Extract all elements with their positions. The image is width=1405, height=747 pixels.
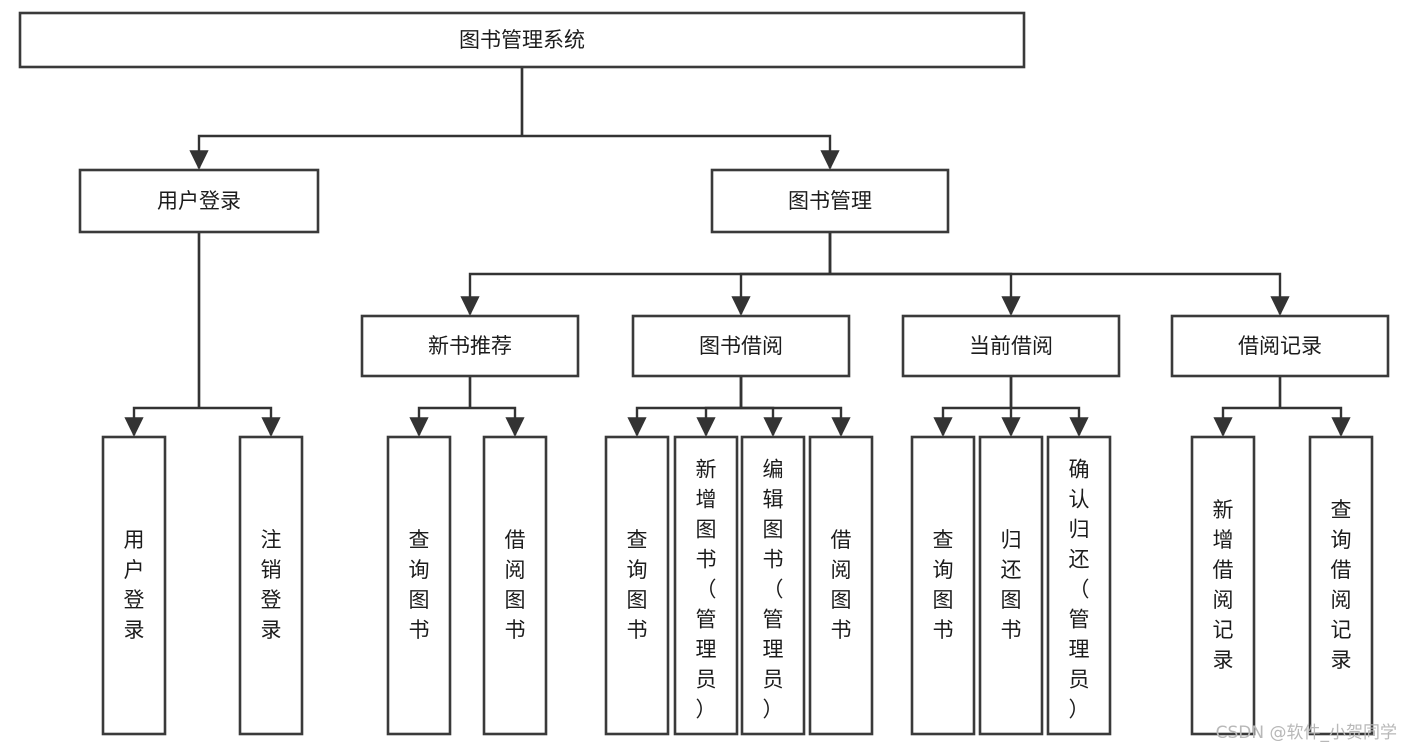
csdn-watermark: CSDN @软件_小贺同学: [1215, 723, 1397, 743]
connector-current-to-leaf-confirm-return: [1009, 376, 1089, 437]
node-label-leaf-borrow-book-1: 借阅图书: [505, 528, 526, 642]
node-label-records: 借阅记录: [1238, 334, 1322, 358]
node-root[interactable]: 图书管理系统: [18, 11, 1026, 69]
node-box-bookmgmt[interactable]: [710, 168, 950, 234]
node-box-leaf-borrow-book-1[interactable]: [482, 435, 548, 736]
node-label-leaf-add-book: 新增图书（管理员）: [696, 458, 717, 722]
connector-borrow-to-leaf-edit-book: [739, 376, 783, 437]
node-box-borrow[interactable]: [631, 314, 851, 378]
node-box-leaf-add-book[interactable]: [673, 435, 739, 736]
connector-login-to-leaf-user-logout: [197, 232, 281, 437]
node-leaf-user-login[interactable]: 用户登录: [101, 435, 167, 736]
node-current[interactable]: 当前借阅: [901, 314, 1121, 378]
node-label-leaf-query-record: 查询借阅记录: [1331, 498, 1352, 672]
node-box-leaf-query-book-1[interactable]: [386, 435, 452, 736]
node-borrow[interactable]: 图书借阅: [631, 314, 851, 378]
node-leaf-return-book[interactable]: 归还图书: [978, 435, 1044, 736]
edge-layer: [124, 67, 1351, 437]
connector-borrow-to-leaf-borrow-book-2: [739, 376, 851, 437]
node-label-borrow: 图书借阅: [699, 334, 783, 358]
node-leaf-borrow-book-1[interactable]: 借阅图书: [482, 435, 548, 736]
node-box-leaf-borrow-book-2[interactable]: [808, 435, 874, 736]
node-box-leaf-query-record[interactable]: [1308, 435, 1374, 736]
connector-bookmgmt-to-records: [828, 232, 1290, 316]
node-records[interactable]: 借阅记录: [1170, 314, 1390, 378]
node-label-leaf-query-book-1: 查询图书: [409, 528, 430, 642]
node-label-leaf-return-book: 归还图书: [1001, 528, 1022, 642]
connector-root-to-bookmgmt: [520, 67, 840, 170]
node-bookmgmt[interactable]: 图书管理: [710, 168, 950, 234]
node-leaf-query-book-2[interactable]: 查询图书: [604, 435, 670, 736]
node-box-leaf-return-book[interactable]: [978, 435, 1044, 736]
connector-root-to-login: [189, 67, 524, 170]
node-box-leaf-confirm-return[interactable]: [1046, 435, 1112, 736]
connector-borrow-to-leaf-add-book: [696, 376, 743, 437]
node-label-leaf-borrow-book-2: 借阅图书: [831, 528, 852, 642]
node-label-current: 当前借阅: [969, 334, 1053, 358]
node-newbook[interactable]: 新书推荐: [360, 314, 580, 378]
node-label-leaf-user-login: 用户登录: [124, 528, 145, 642]
node-label-leaf-query-book-3: 查询图书: [933, 528, 954, 642]
connector-borrow-to-leaf-query-book-2: [627, 376, 743, 437]
connector-bookmgmt-to-borrow: [731, 232, 832, 316]
node-label-root: 图书管理系统: [459, 28, 585, 52]
connector-login-to-leaf-user-login: [124, 232, 201, 437]
node-box-leaf-add-record[interactable]: [1190, 435, 1256, 736]
node-label-bookmgmt: 图书管理: [788, 189, 872, 213]
node-label-leaf-user-logout: 注销登录: [261, 528, 282, 642]
connector-newbook-to-leaf-borrow-book-1: [468, 376, 525, 437]
connector-records-to-leaf-add-record: [1213, 376, 1282, 437]
node-leaf-add-book[interactable]: 新增图书（管理员）: [673, 435, 739, 736]
node-label-leaf-query-book-2: 查询图书: [627, 528, 648, 642]
node-box-root[interactable]: [18, 11, 1026, 69]
node-label-login: 用户登录: [157, 189, 241, 213]
node-leaf-borrow-book-2[interactable]: 借阅图书: [808, 435, 874, 736]
node-leaf-add-record[interactable]: 新增借阅记录: [1190, 435, 1256, 736]
node-label-leaf-edit-book: 编辑图书（管理员）: [763, 458, 784, 722]
node-box-records[interactable]: [1170, 314, 1390, 378]
connector-newbook-to-leaf-query-book-1: [409, 376, 472, 437]
node-leaf-query-book-3[interactable]: 查询图书: [910, 435, 976, 736]
node-leaf-confirm-return[interactable]: 确认归还（管理员）: [1046, 435, 1112, 736]
node-box-leaf-query-book-3[interactable]: [910, 435, 976, 736]
node-label-leaf-add-record: 新增借阅记录: [1213, 498, 1234, 672]
node-label-newbook: 新书推荐: [428, 334, 512, 358]
node-box-leaf-edit-book[interactable]: [740, 435, 806, 736]
node-box-login[interactable]: [78, 168, 320, 234]
node-box-newbook[interactable]: [360, 314, 580, 378]
node-box-leaf-query-book-2[interactable]: [604, 435, 670, 736]
node-label-leaf-confirm-return: 确认归还（管理员）: [1069, 458, 1090, 722]
node-leaf-query-record[interactable]: 查询借阅记录: [1308, 435, 1374, 736]
node-box-current[interactable]: [901, 314, 1121, 378]
node-leaf-query-book-1[interactable]: 查询图书: [386, 435, 452, 736]
node-layer: 图书管理系统用户登录图书管理新书推荐图书借阅当前借阅借阅记录用户登录注销登录查询…: [18, 11, 1390, 736]
node-leaf-user-logout[interactable]: 注销登录: [238, 435, 304, 736]
node-box-leaf-user-login[interactable]: [101, 435, 167, 736]
node-box-leaf-user-logout[interactable]: [238, 435, 304, 736]
node-login[interactable]: 用户登录: [78, 168, 320, 234]
connector-records-to-leaf-query-record: [1278, 376, 1351, 437]
connector-current-to-leaf-query-book-3: [933, 376, 1013, 437]
node-leaf-edit-book[interactable]: 编辑图书（管理员）: [740, 435, 806, 736]
